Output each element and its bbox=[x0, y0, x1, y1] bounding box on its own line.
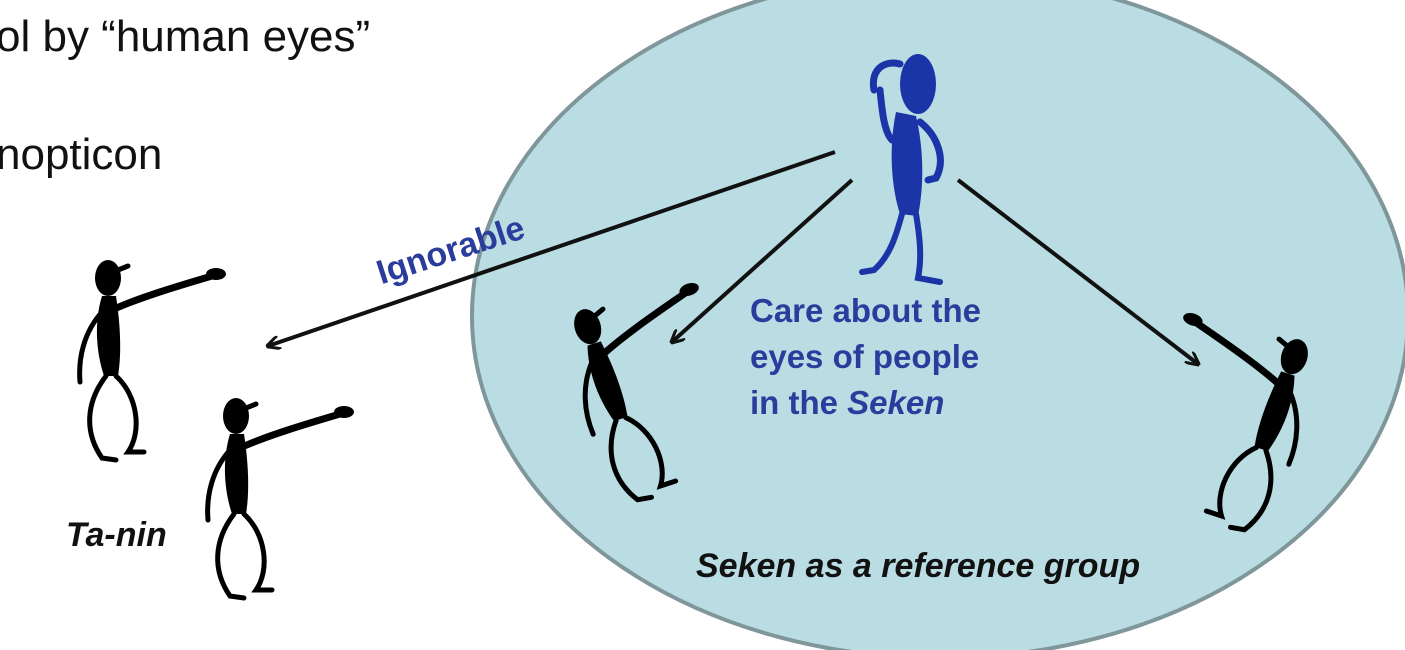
care-line-3-prefix: in the bbox=[750, 384, 847, 421]
bullet-line-2: nopticon bbox=[0, 130, 162, 180]
care-line-3-seken: Seken bbox=[847, 384, 944, 421]
pointing-figure-icon bbox=[208, 398, 354, 598]
care-line-3: in the Seken bbox=[750, 380, 1170, 426]
seken-group-label: Seken as a reference group bbox=[696, 540, 1216, 592]
pointing-figure-icon bbox=[80, 260, 226, 460]
care-line-2: eyes of people bbox=[750, 334, 1170, 380]
tanin-label: Ta-nin bbox=[66, 516, 167, 555]
bullet-line-1: ol by “human eyes” bbox=[0, 12, 370, 62]
care-line-1: Care about the bbox=[750, 288, 1170, 334]
care-label: Care about the eyes of people in the Sek… bbox=[750, 288, 1170, 426]
